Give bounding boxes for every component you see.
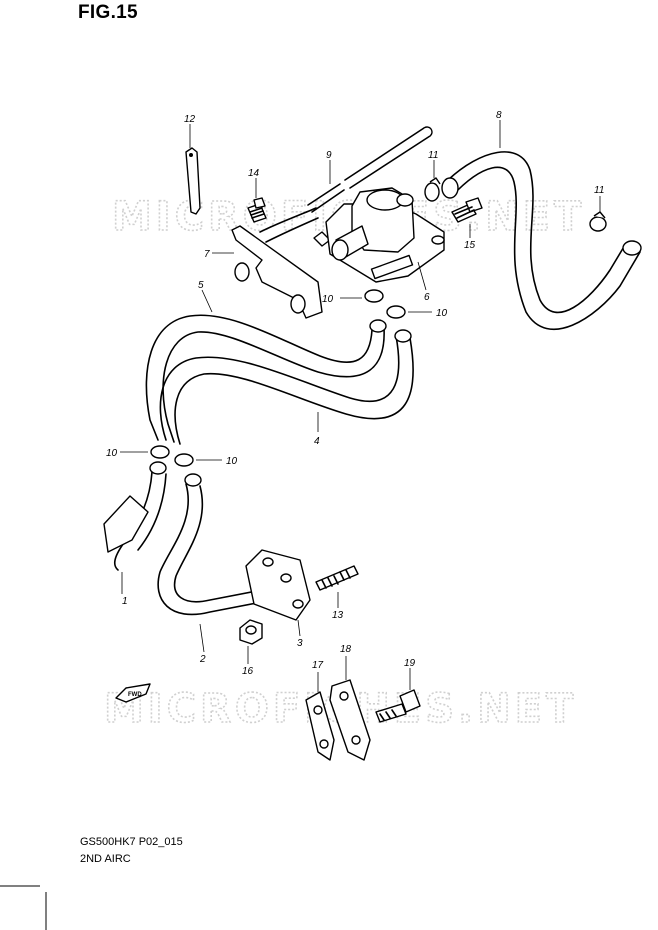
callout-10c: 10 (106, 448, 118, 459)
part-5-hose[interactable] (145, 289, 387, 443)
part-3-flange[interactable] (245, 549, 311, 637)
callout-8: 8 (496, 110, 502, 121)
model-code: GS500HK7 P02_015 (80, 836, 183, 848)
part-19-bolt[interactable] (375, 668, 421, 723)
callout-4: 4 (314, 436, 320, 447)
callout-5: 5 (198, 280, 204, 291)
part-10b-clamp[interactable] (386, 305, 432, 319)
callout-1: 1 (122, 596, 128, 607)
callout-10b: 10 (436, 308, 448, 319)
crop-mark (0, 885, 47, 930)
callout-2: 2 (199, 654, 206, 665)
part-6-air-valve[interactable] (325, 187, 445, 291)
callout-13: 13 (332, 610, 344, 621)
callout-19: 19 (404, 658, 416, 669)
callout-3: 3 (297, 638, 303, 649)
callout-9: 9 (326, 150, 332, 161)
part-2-pipe[interactable] (157, 473, 263, 653)
part-1-pipe[interactable] (103, 461, 167, 594)
fwd-label: FWD (128, 692, 142, 698)
figure-title: FIG.15 (78, 2, 138, 23)
callout-7: 7 (204, 249, 210, 260)
part-9-tube[interactable] (259, 126, 433, 247)
callout-10d: 10 (226, 456, 238, 467)
part-4-hose[interactable] (159, 329, 414, 445)
callout-15: 15 (464, 240, 476, 251)
part-14-screw[interactable] (247, 178, 267, 223)
part-10a-clamp[interactable] (340, 289, 384, 303)
part-15-bolt[interactable] (451, 197, 483, 238)
callout-17: 17 (312, 660, 324, 671)
callout-12: 12 (184, 114, 196, 125)
callout-16: 16 (242, 666, 254, 677)
part-11b-clamp[interactable] (589, 196, 607, 232)
callout-11a: 11 (428, 150, 438, 161)
callout-10a: 10 (322, 294, 334, 305)
part-17-gasket[interactable] (305, 672, 335, 761)
part-10c-clamp[interactable] (120, 445, 170, 459)
part-7-bracket[interactable] (212, 225, 323, 319)
part-12-clip[interactable] (185, 124, 201, 215)
callout-6: 6 (424, 292, 430, 303)
callout-14: 14 (248, 168, 260, 179)
callout-11b: 11 (594, 185, 604, 196)
part-10d-clamp[interactable] (174, 453, 222, 467)
part-11a-clamp[interactable] (424, 160, 441, 202)
figure-subtitle: 2ND AIRC (80, 853, 131, 865)
part-13-stud[interactable] (315, 565, 359, 608)
part-18-plate[interactable] (329, 656, 371, 761)
part-16-nut[interactable] (239, 619, 263, 664)
fwd-arrow-icon: FWD (115, 683, 151, 703)
part-8-hose[interactable] (441, 120, 642, 331)
callout-18: 18 (340, 644, 352, 655)
